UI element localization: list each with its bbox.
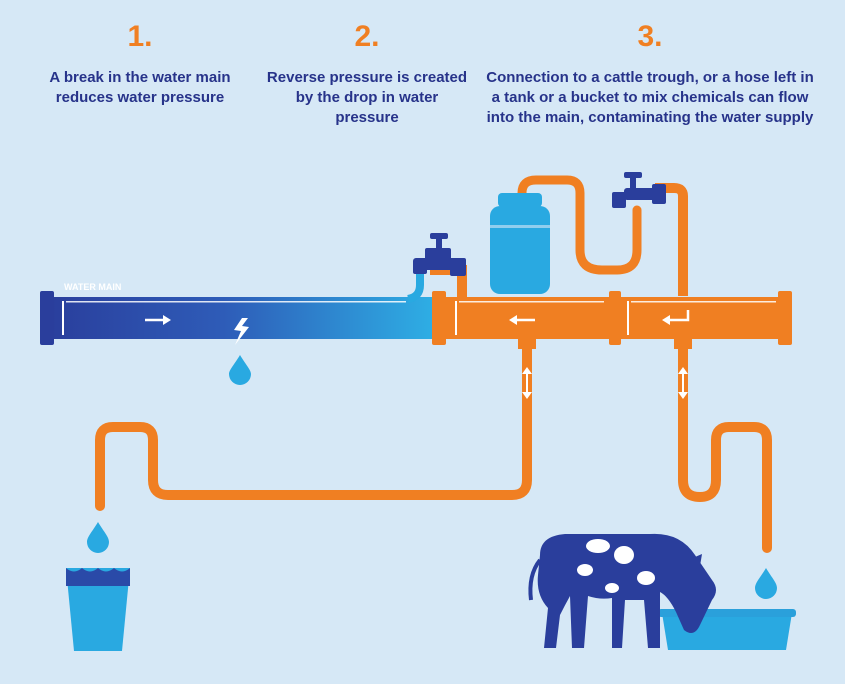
- step-2-description: Reverse pressure is created by the drop …: [266, 69, 468, 126]
- step-3-number: 3.: [637, 20, 663, 53]
- glass-icon: [66, 568, 130, 651]
- orange-highlight-a: [455, 301, 457, 335]
- water-main-highlight-line: [66, 301, 406, 303]
- orange-main-flange-left: [432, 291, 446, 345]
- orange-main-flange-right: [778, 291, 792, 345]
- flow-arrow-right-icon: [145, 315, 171, 325]
- water-drop-icon: [229, 355, 251, 385]
- orange-highlight-line-b: [631, 301, 776, 303]
- water-drop-icon: [755, 568, 777, 599]
- step-2-number: 2.: [354, 20, 380, 53]
- orange-highlight-line-a: [459, 301, 604, 303]
- backflow-arrow-turn-icon: [662, 310, 690, 325]
- water-main-left-flange: [40, 291, 54, 345]
- hose-from-tap-2: [407, 272, 424, 303]
- step-3-description: Connection to a cattle trough, or a hose…: [486, 69, 814, 126]
- step-1: 1. A break in the water main reduces wat…: [30, 20, 250, 108]
- supply-pipe-to-trough: [678, 335, 772, 553]
- hose-into-tank: [517, 175, 642, 275]
- step-3: 3. Connection to a cattle trough, or a h…: [480, 20, 820, 128]
- supply-pipe-to-glass: [95, 335, 532, 511]
- tap-icon: [612, 172, 666, 208]
- tee-left: [518, 337, 536, 349]
- water-drop-icon: [87, 522, 109, 553]
- tee-right: [674, 337, 692, 349]
- tap-icon: [413, 233, 466, 276]
- water-main-highlight: [62, 301, 64, 335]
- step-1-description: A break in the water main reduces water …: [49, 69, 231, 106]
- tank-icon: [490, 193, 550, 294]
- orange-highlight-b: [627, 301, 629, 335]
- cow-icon: [528, 533, 716, 648]
- two-way-arrow-left-icon: [522, 367, 532, 399]
- orange-main-coupling: [609, 291, 621, 345]
- pipe-to-tap-3: [655, 183, 688, 296]
- step-1-number: 1.: [127, 20, 153, 53]
- water-main-label: WATER MAIN: [64, 282, 121, 292]
- break-icon: [234, 318, 249, 345]
- two-way-arrow-right-icon: [678, 367, 688, 399]
- backflow-arrow-left-icon: [509, 315, 535, 325]
- step-2: 2. Reverse pressure is created by the dr…: [262, 20, 472, 128]
